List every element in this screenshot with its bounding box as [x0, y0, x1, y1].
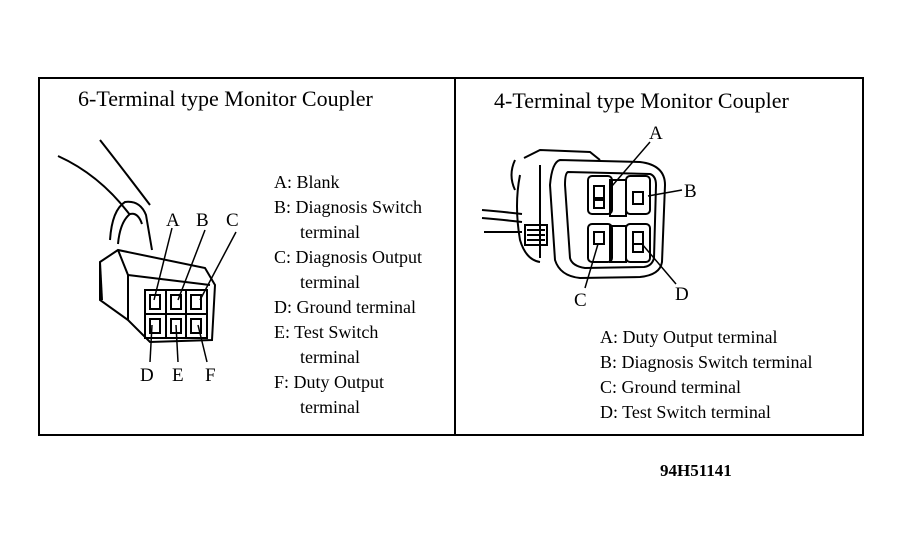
legend-item-F: F: Duty Output	[274, 372, 385, 392]
left-panel-title: 6-Terminal type Monitor Coupler	[78, 86, 373, 111]
legend-item-B: B: Diagnosis Switch	[274, 197, 423, 217]
legend-item-E: E: Test Switch	[274, 322, 379, 342]
pin-label-D: D	[675, 284, 689, 305]
figure-id: 94H51141	[660, 461, 732, 480]
legend-item-D: D: Ground terminal	[274, 297, 416, 317]
legend-item-D: D: Test Switch terminal	[600, 402, 771, 422]
right-legend: A: Duty Output terminal B: Diagnosis Swi…	[600, 325, 812, 425]
panel-divider	[454, 77, 456, 436]
diagram-frame	[38, 77, 864, 436]
legend-item-E-cont: terminal	[300, 347, 360, 367]
legend-item-A: A: Duty Output terminal	[600, 327, 778, 347]
legend-item-C-cont: terminal	[300, 272, 360, 292]
legend-item-B: B: Diagnosis Switch terminal	[600, 352, 813, 372]
pin-label-B: B	[196, 210, 209, 231]
pin-label-A: A	[166, 210, 180, 231]
pin-label-C: C	[226, 210, 239, 231]
legend-item-C: C: Diagnosis Output	[274, 247, 423, 267]
pin-label-E: E	[172, 365, 184, 386]
pin-label-F: F	[205, 365, 216, 386]
legend-item-A: A: Blank	[274, 172, 340, 192]
legend-item-C: C: Ground terminal	[600, 377, 741, 397]
pin-label-B: B	[684, 181, 697, 202]
pin-label-A: A	[649, 123, 663, 144]
left-legend: A: Blank B: Diagnosis Switch terminal C:…	[274, 170, 422, 420]
legend-item-F-cont: terminal	[300, 397, 360, 417]
pin-label-C: C	[574, 290, 587, 311]
right-panel-title: 4-Terminal type Monitor Coupler	[494, 88, 789, 113]
pin-label-D: D	[140, 365, 154, 386]
legend-item-B-cont: terminal	[300, 222, 360, 242]
